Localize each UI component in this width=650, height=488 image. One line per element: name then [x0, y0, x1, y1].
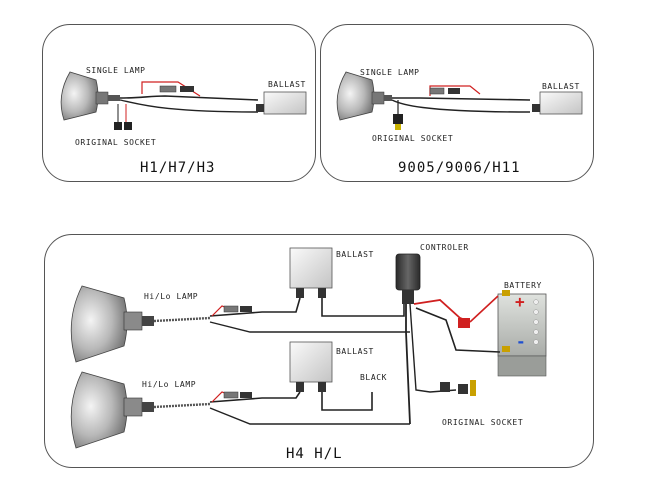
h4-battery — [497, 290, 547, 377]
h1-original-socket — [114, 122, 132, 130]
h1-ballast-label: BALLAST — [268, 80, 306, 89]
h9005-ballast-label: BALLAST — [542, 82, 580, 91]
h1-lamp — [60, 71, 120, 121]
h4-title: H4 H/L — [286, 446, 343, 462]
h4-controler-label: CONTROLER — [420, 243, 469, 252]
h4-wires — [153, 295, 501, 425]
h1-single-lamp-label: SINGLE LAMP — [86, 66, 146, 75]
h4-lamp-bottom — [70, 371, 154, 449]
h4-battery-label: BATTERY — [504, 281, 542, 290]
h1-original-socket-label: ORIGINAL SOCKET — [75, 138, 157, 147]
h9005-original-socket — [393, 114, 403, 130]
h1-ballast — [256, 91, 307, 115]
h9005-lamp — [336, 71, 392, 121]
h9005-original-socket-label: ORIGINAL SOCKET — [372, 134, 454, 143]
h9005-ballast — [532, 91, 583, 115]
h4-black-label: BLACK — [360, 373, 388, 382]
h4-hilo-top-label: Hi/Lo LAMP — [144, 292, 199, 301]
h4-controller — [395, 253, 421, 304]
h4-ballast-top-label: BALLAST — [336, 250, 374, 259]
h1-title: H1/H7/H3 — [140, 160, 216, 176]
battery-minus-icon: - — [516, 332, 527, 351]
battery-plus-icon: + — [515, 292, 526, 311]
h4-ballast-bottom-label: BALLAST — [336, 347, 374, 356]
h4-ballast-top — [289, 247, 333, 298]
h4-lamp-top — [70, 285, 154, 363]
h9005-title: 9005/9006/H11 — [398, 160, 521, 176]
h4-original-socket-label: ORIGINAL SOCKET — [442, 418, 524, 427]
h9005-wires — [391, 85, 531, 114]
h1-wires — [117, 81, 259, 124]
h4-hilo-bottom-label: Hi/Lo LAMP — [142, 380, 197, 389]
h9005-single-lamp-label: SINGLE LAMP — [360, 68, 420, 77]
h4-ballast-bottom — [289, 341, 333, 392]
